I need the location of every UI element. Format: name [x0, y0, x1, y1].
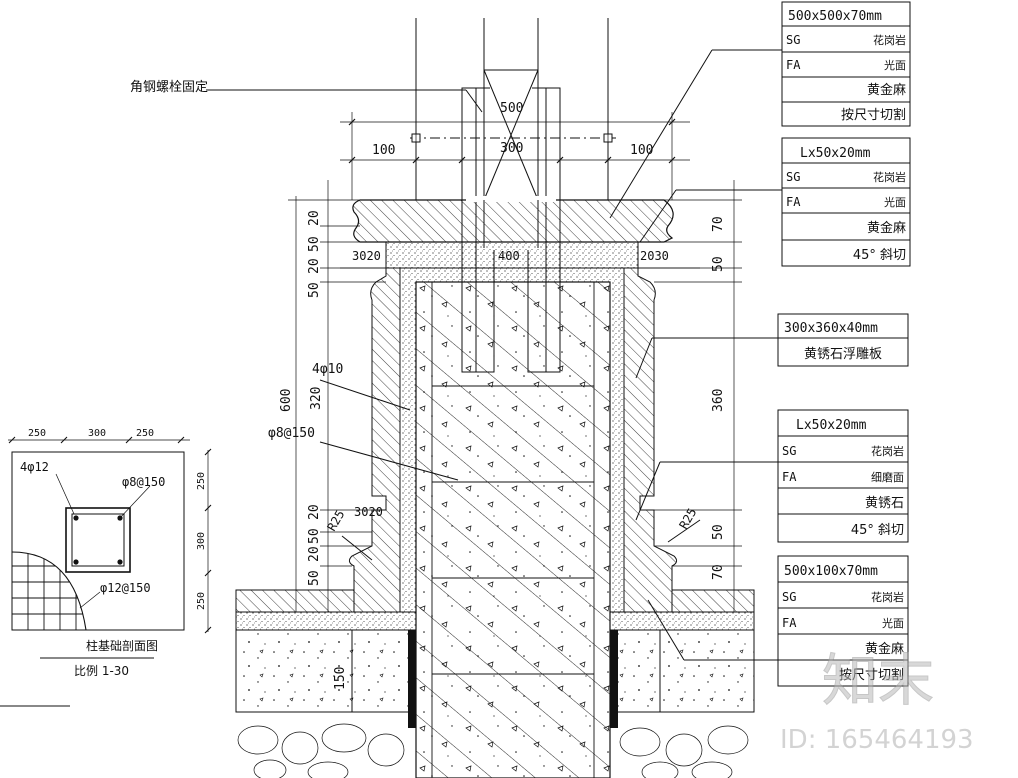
inset-rebar-main: 4φ12	[20, 460, 49, 474]
inset-title: 柱基础剖面图	[86, 638, 158, 653]
inset-dim-right-0: 250	[196, 472, 207, 490]
dim-left-stack-top-2: 20	[307, 258, 322, 274]
left-cladding	[348, 267, 401, 613]
dim-left-stack-bottom-1: 50	[307, 528, 322, 544]
label-rebar-stirrup: φ8@150	[268, 426, 315, 441]
spec-1-r1-val: 光面	[884, 195, 906, 209]
left-dimensions: 20 50 20 50 600 320 20 50 20 50 150 3020…	[279, 180, 700, 690]
spec-0-r1-code: FA	[786, 58, 801, 72]
spec-table-1: Lx50x20mm SG 花岗岩 FA 光面 黄金麻 45° 斜切	[781, 137, 911, 267]
spec-3-r1-val: 细磨面	[871, 471, 904, 484]
spec-3-title: Lx50x20mm	[796, 418, 867, 433]
right-dimensions: 70 50 360 50 70	[638, 180, 742, 612]
spec-3-r0-val: 花岗岩	[871, 444, 904, 458]
spec-4-r1-code: FA	[782, 616, 797, 630]
inset-dim-right-1: 300	[196, 532, 207, 550]
dim-right-360: 360	[711, 389, 726, 412]
stone-cap	[352, 199, 674, 243]
dim-top-100-left: 100	[372, 143, 395, 158]
dim-top-500: 500	[500, 101, 523, 116]
watermark-logo: 知末	[822, 649, 934, 714]
dim-cap-400: 400	[498, 249, 520, 263]
spec-table-0: 500x500x70mm SG 花岗岩 FA 光面 黄金麻 按尺寸切割	[781, 1, 911, 127]
spec-0-title: 500x500x70mm	[788, 9, 882, 24]
spec-table-4: 500x100x70mm SG 花岗岩 FA 光面 黄金麻 按尺寸切割	[777, 555, 909, 687]
spec-0-r1-val: 光面	[884, 58, 906, 72]
spec-3-r1-code: FA	[782, 470, 797, 484]
spec-4-r1-val: 光面	[882, 616, 904, 630]
dim-left-3020-top: 3020	[352, 249, 381, 263]
spec-1-r2-val: 黄金麻	[867, 220, 906, 236]
inset-scale: 比例 1-30	[74, 664, 129, 678]
spec-0-r0-code: SG	[786, 33, 800, 47]
spec-3-r0-code: SG	[782, 444, 796, 458]
watermark: 知末 ID: 165464193	[780, 649, 974, 756]
leader-lines	[206, 49, 782, 661]
dim-left-stack-bottom-0: 20	[307, 504, 322, 520]
inset-base-bar: φ12@150	[100, 581, 151, 595]
spec-1-r3-val: 45° 斜切	[853, 248, 906, 263]
inset-dim-right-2: 250	[196, 592, 207, 610]
inset-dim-top-2: 250	[136, 428, 154, 439]
inset-stirrup: φ8@150	[122, 475, 165, 489]
dim-top-300: 300	[500, 141, 523, 156]
label-radius-right: R25	[676, 506, 699, 532]
spec-table-2: 300x360x40mm 黄锈石浮雕板	[777, 313, 909, 367]
dim-left-150: 150	[333, 667, 348, 690]
spec-1-r0-code: SG	[786, 170, 800, 184]
dim-left-stack-top-1: 50	[307, 236, 322, 252]
spec-2-r0-val: 黄锈石浮雕板	[804, 347, 882, 362]
dim-left-3020-bottom: 3020	[354, 505, 383, 519]
spec-0-r0-val: 花岗岩	[873, 33, 906, 47]
dim-left-stack-top-0: 20	[307, 210, 322, 226]
dim-left-stack-bottom-2: 20	[307, 546, 322, 562]
watermark-id: ID: 165464193	[780, 725, 974, 755]
dim-right-70-bottom: 70	[711, 564, 726, 580]
spec-3-r2-val: 黄锈石	[865, 496, 904, 511]
dim-left-320: 320	[309, 387, 324, 410]
spec-4-r0-code: SG	[782, 590, 796, 604]
spec-0-r3-val: 按尺寸切割	[841, 107, 906, 123]
spec-4-r3-val: 按尺寸切割	[839, 667, 904, 683]
dim-left-stack-top-3: 50	[307, 282, 322, 298]
right-cladding	[623, 267, 678, 613]
dim-right-70-top: 70	[711, 216, 726, 232]
dim-right-2030: 2030	[640, 249, 669, 263]
ground-layers	[235, 589, 755, 778]
inset-foundation-plan: 250 300 250 250 300 250	[0, 428, 212, 707]
mortar-bed-top	[385, 241, 639, 269]
top-dimensions: 500 300 100 100	[340, 101, 690, 200]
spec-1-r0-val: 花岗岩	[873, 170, 906, 184]
spec-2-title: 300x360x40mm	[784, 321, 878, 336]
dim-right-50-top: 50	[711, 256, 726, 272]
spec-4-r0-val: 花岗岩	[871, 590, 904, 604]
label-rebar-main: 4φ10	[312, 362, 343, 377]
spec-3-r3-val: 45° 斜切	[851, 523, 904, 538]
spec-4-r2-val: 黄金麻	[865, 641, 904, 657]
spec-table-3: Lx50x20mm SG 花岗岩 FA 细磨面 黄锈石 45° 斜切	[777, 409, 909, 543]
dim-left-600: 600	[279, 389, 294, 412]
inset-dim-top-0: 250	[28, 428, 46, 439]
spec-1-title: Lx50x20mm	[800, 146, 871, 161]
spec-4-title: 500x100x70mm	[784, 564, 878, 579]
label-angle-steel-bolt: 角钢螺栓固定	[130, 80, 208, 95]
spec-0-r2-val: 黄金麻	[867, 82, 906, 98]
dim-left-stack-bottom-3: 50	[307, 570, 322, 586]
spec-1-r1-code: FA	[786, 195, 801, 209]
inset-dim-top-1: 300	[88, 428, 106, 439]
dim-right-50-bottom: 50	[711, 524, 726, 540]
dim-top-100-right: 100	[630, 143, 653, 158]
